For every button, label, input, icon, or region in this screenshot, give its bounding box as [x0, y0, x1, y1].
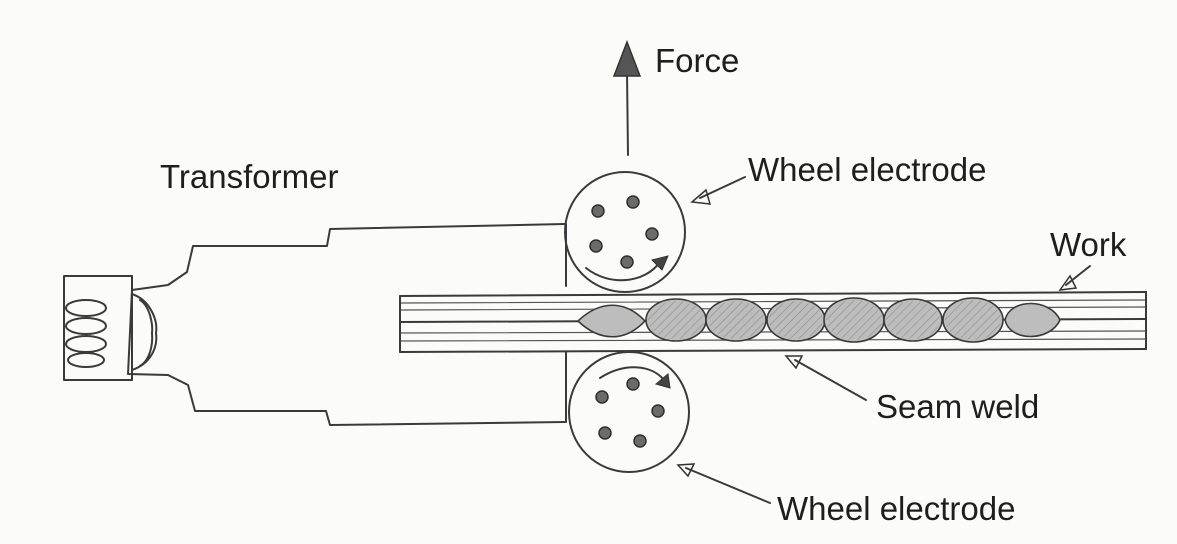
leader-work-icon — [1058, 265, 1091, 291]
work-label: Work — [1050, 226, 1127, 263]
curved-arrow-icon — [599, 366, 671, 389]
force-arrow-icon — [612, 39, 642, 156]
bottom-wheel-electrode — [568, 351, 690, 473]
wheel-electrode-top-label: Wheel electrode — [748, 151, 987, 188]
force-label: Force — [655, 42, 740, 79]
transformer-label: Transformer — [160, 158, 339, 195]
leader-wheel-top-icon — [690, 176, 746, 205]
wheel-electrode-bottom-label: Wheel electrode — [777, 490, 1016, 527]
work-piece — [399, 291, 1147, 353]
seam-weld-label: Seam weld — [876, 388, 1040, 425]
top-wheel-electrode — [564, 171, 686, 293]
leader-seam-weld-icon — [784, 355, 867, 401]
curved-arrow-icon — [585, 255, 669, 282]
coil-icon — [65, 299, 107, 368]
leader-wheel-bottom-icon — [676, 463, 771, 504]
seam-weld-nuggets — [576, 297, 1061, 343]
transformer-body — [63, 223, 566, 426]
